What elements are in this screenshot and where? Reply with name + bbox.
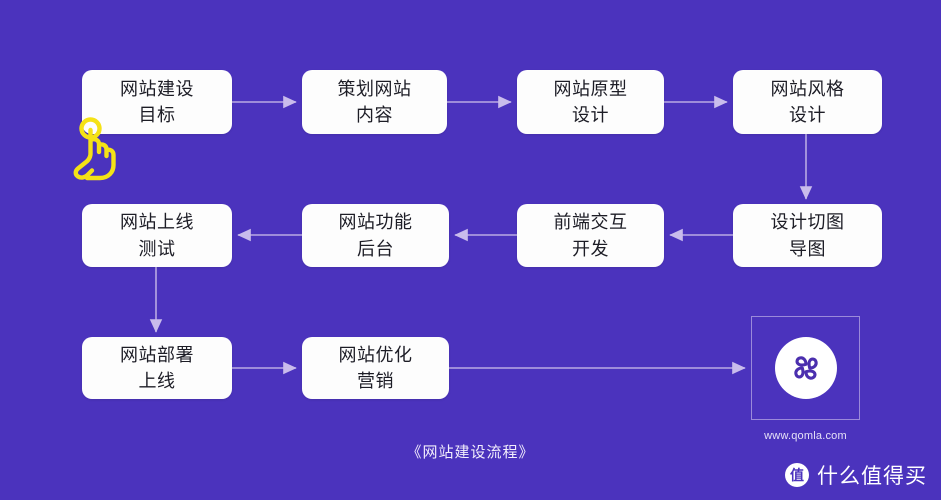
flow-node-backend-function[interactable]: 网站功能 后台 [302, 204, 449, 267]
flow-node-line2: 测试 [138, 238, 176, 259]
flow-node-line1: 网站风格 [770, 78, 845, 99]
brand-logo-box[interactable] [751, 316, 860, 420]
flow-node-line2: 导图 [789, 238, 826, 259]
flow-node-line2: 目标 [138, 105, 176, 125]
watermark: 值 什么值得买 [785, 460, 927, 490]
flow-node-line2: 开发 [572, 238, 609, 259]
flow-node-line1: 网站优化 [338, 344, 413, 365]
flow-node-prototype-design[interactable]: 网站原型 设计 [517, 70, 664, 134]
flow-node-frontend-dev[interactable]: 前端交互 开发 [517, 204, 664, 267]
flow-node-line2: 后台 [357, 238, 394, 259]
flow-node-line2: 内容 [356, 105, 393, 125]
diagram-caption: 《网站建设流程》 [406, 444, 535, 461]
flow-node-plan-content[interactable]: 策划网站 内容 [302, 70, 447, 134]
flow-node-line1: 策划网站 [337, 78, 412, 99]
flow-node-line1: 网站建设 [120, 78, 194, 99]
flow-node-line2: 上线 [138, 371, 176, 391]
watermark-text: 什么值得买 [817, 465, 927, 488]
flow-node-line1: 网站原型 [553, 78, 628, 99]
watermark-badge-icon: 值 [785, 463, 809, 487]
flow-node-line2: 设计 [572, 105, 609, 125]
flow-node-line1: 前端交互 [553, 212, 628, 233]
flow-node-website-goal[interactable]: 网站建设 目标 [82, 70, 232, 134]
flow-node-line1: 设计切图 [770, 212, 845, 233]
flow-node-optimize-marketing[interactable]: 网站优化 营销 [302, 337, 449, 399]
flow-node-line2: 营销 [357, 371, 394, 391]
flow-node-launch-testing[interactable]: 网站上线 测试 [82, 204, 232, 267]
flow-node-line1: 网站功能 [338, 212, 413, 233]
clover-pinwheel-logo-icon [793, 356, 818, 380]
flow-node-deploy-online[interactable]: 网站部署 上线 [82, 337, 232, 399]
flow-node-line1: 网站上线 [120, 212, 194, 233]
flow-node-style-design[interactable]: 网站风格 设计 [733, 70, 882, 134]
flow-node-line2: 设计 [789, 105, 826, 125]
brand-url: www.qomla.com [764, 430, 847, 442]
flow-node-line1: 网站部署 [120, 344, 194, 365]
flow-node-design-slicing[interactable]: 设计切图 导图 [733, 204, 882, 267]
logo-disc [774, 337, 837, 399]
